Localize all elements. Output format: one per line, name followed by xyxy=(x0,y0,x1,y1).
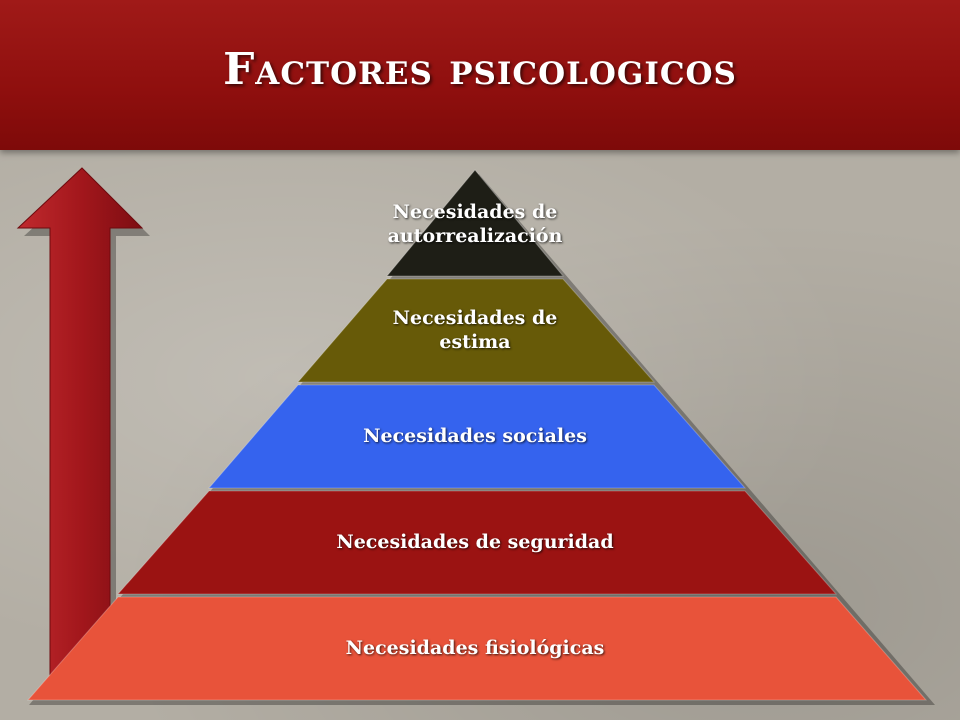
level-label-seguridad: Necesidades de seguridad xyxy=(336,531,614,553)
level-label-fisiologicas: Necesidades fisiológicas xyxy=(345,637,605,659)
level-label-sociales: Necesidades sociales xyxy=(363,425,587,447)
pyramid-level-sociales xyxy=(207,384,747,489)
level-label-estima: Necesidades de estima xyxy=(392,307,558,353)
pyramid-level-autorrealizacion xyxy=(385,169,565,277)
title-banner: Factores psicologicos xyxy=(0,0,960,150)
level-label-autorrealizacion: Necesidades de autorrealización xyxy=(387,201,563,247)
pyramid-level-estima xyxy=(296,278,656,383)
slide-title: Factores psicologicos xyxy=(223,44,737,95)
pyramid-level-seguridad xyxy=(116,490,838,595)
pyramid-level-fisiologicas xyxy=(26,596,928,701)
